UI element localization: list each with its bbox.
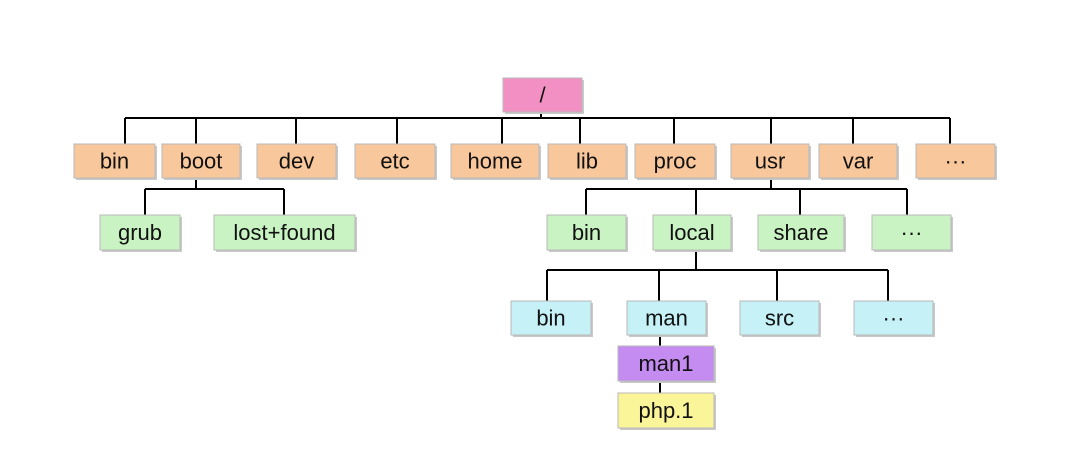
node-bin-box <box>73 143 156 179</box>
node-grub: grub <box>99 214 182 252</box>
node-lost-found-box <box>213 214 356 251</box>
node-lost-found-label: lost+found <box>233 220 335 245</box>
node-local-man: man <box>626 300 708 337</box>
node-boot: boot <box>161 143 242 180</box>
node-grub-label: grub <box>118 220 162 245</box>
node-local-bin: bin <box>510 300 593 337</box>
node-local-man-label: man <box>645 306 688 331</box>
node-usr-bin: bin <box>546 214 628 252</box>
node-man1-box <box>617 345 715 382</box>
node-root-box <box>502 77 583 113</box>
node-more-usr-box <box>871 214 952 251</box>
node-lib-label: lib <box>576 149 598 174</box>
node-local-src-label: src <box>765 306 794 331</box>
node-usr-box <box>730 143 810 179</box>
node-proc: proc <box>634 143 717 180</box>
node-etc-label: etc <box>380 149 409 174</box>
node-usr-bin-label: bin <box>572 220 601 245</box>
node-local-man-box <box>626 300 707 336</box>
node-var: var <box>818 143 899 180</box>
node-usr: usr <box>730 143 811 180</box>
node-usr-share-label: share <box>773 220 828 245</box>
node-boot-label: boot <box>180 149 223 174</box>
node-grub-box <box>99 214 181 251</box>
node-usr-local-box <box>652 214 732 251</box>
node-more-local-box <box>853 300 934 336</box>
tree-edges <box>124 112 951 393</box>
node-home-label: home <box>467 149 522 174</box>
node-local-bin-box <box>510 300 592 336</box>
node-var-label: var <box>843 149 874 174</box>
node-php1-label: php.1 <box>638 398 693 423</box>
node-lib: lib <box>547 143 628 180</box>
node-proc-label: proc <box>654 149 697 174</box>
node-more-root-box <box>915 143 996 179</box>
tree-nodes: / bin boot dev etc home lib proc usr var ··· grub lo… <box>73 77 997 430</box>
node-dev: dev <box>256 143 338 180</box>
node-etc: etc <box>354 143 437 180</box>
node-more-local-label: ··· <box>883 306 905 331</box>
node-lost-found: lost+found <box>213 214 357 252</box>
node-root-label: / <box>539 83 546 108</box>
node-home-box <box>450 143 540 179</box>
node-php1: php.1 <box>617 392 716 430</box>
node-more-root-label: ··· <box>945 149 967 174</box>
node-more-usr-label: ··· <box>901 220 923 245</box>
node-local-bin-label: bin <box>536 306 565 331</box>
node-more-local: ··· <box>853 300 935 337</box>
node-more-usr: ··· <box>871 214 953 252</box>
node-root: / <box>502 77 584 114</box>
node-usr-share-box <box>757 214 845 251</box>
node-etc-box <box>354 143 436 179</box>
node-man1-label: man1 <box>638 351 693 376</box>
node-usr-label: usr <box>755 149 786 174</box>
node-bin-label: bin <box>100 149 129 174</box>
node-lib-box <box>547 143 627 179</box>
node-dev-label: dev <box>279 149 314 174</box>
node-usr-bin-box <box>546 214 627 251</box>
node-var-box <box>818 143 898 179</box>
node-more-root: ··· <box>915 143 997 180</box>
node-usr-local-label: local <box>669 220 714 245</box>
node-usr-share: share <box>757 214 846 252</box>
node-boot-box <box>161 143 241 179</box>
node-php1-box <box>617 392 715 429</box>
node-home: home <box>450 143 541 180</box>
node-dev-box <box>256 143 337 179</box>
node-usr-local: local <box>652 214 733 252</box>
node-local-src-box <box>739 300 820 336</box>
node-local-src: src <box>739 300 821 337</box>
node-man1: man1 <box>617 345 716 383</box>
node-bin: bin <box>73 143 157 180</box>
node-proc-box <box>634 143 716 179</box>
